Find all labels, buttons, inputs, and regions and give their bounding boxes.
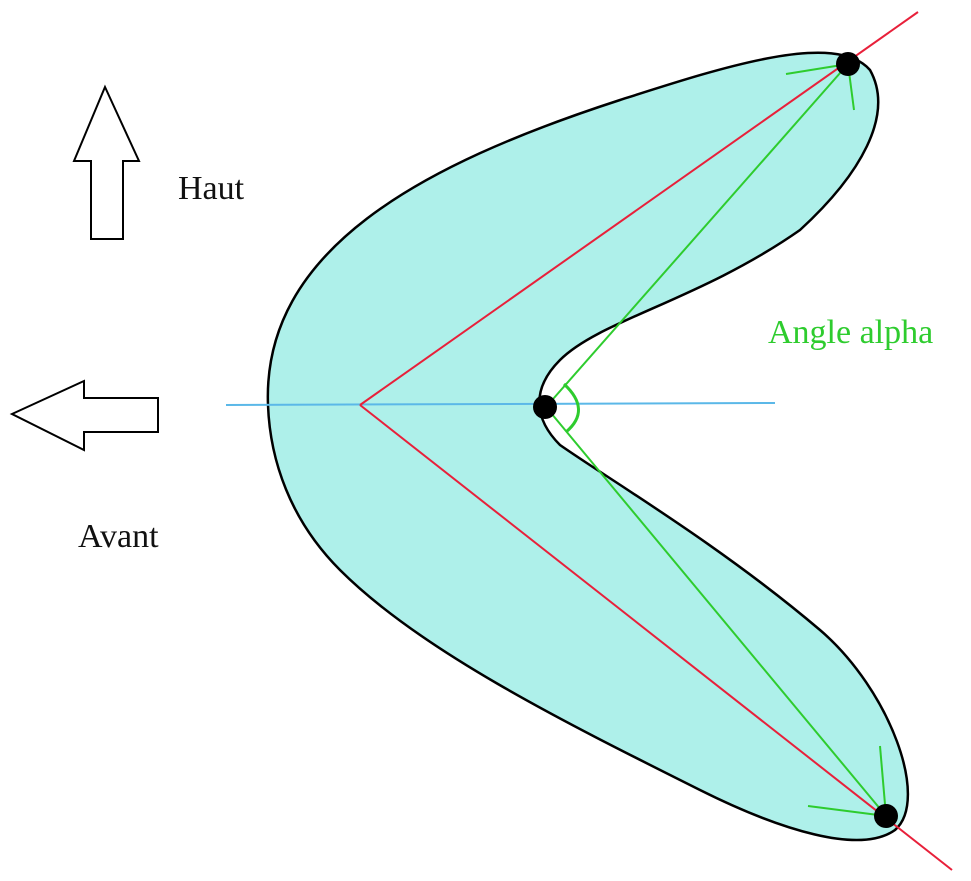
left-arrow-icon [9,379,159,452]
upper-angle-line [545,63,849,408]
inner-vertex-point [533,395,557,419]
lower-chord-line [359,404,953,871]
angle-label: Angle alpha [768,314,933,351]
forward-label: Avant [78,518,159,555]
lower-tip-point [874,804,898,828]
up-label: Haut [178,170,245,207]
lower-angle-line [545,406,887,817]
lower-tip-tick-b [807,805,887,817]
symmetry-axis [225,402,776,406]
angle-arc [562,382,580,434]
upper-chord-line [359,11,919,406]
up-arrow-icon [72,84,141,240]
upper-tip-point [836,52,860,76]
boomerang-body [266,51,910,842]
